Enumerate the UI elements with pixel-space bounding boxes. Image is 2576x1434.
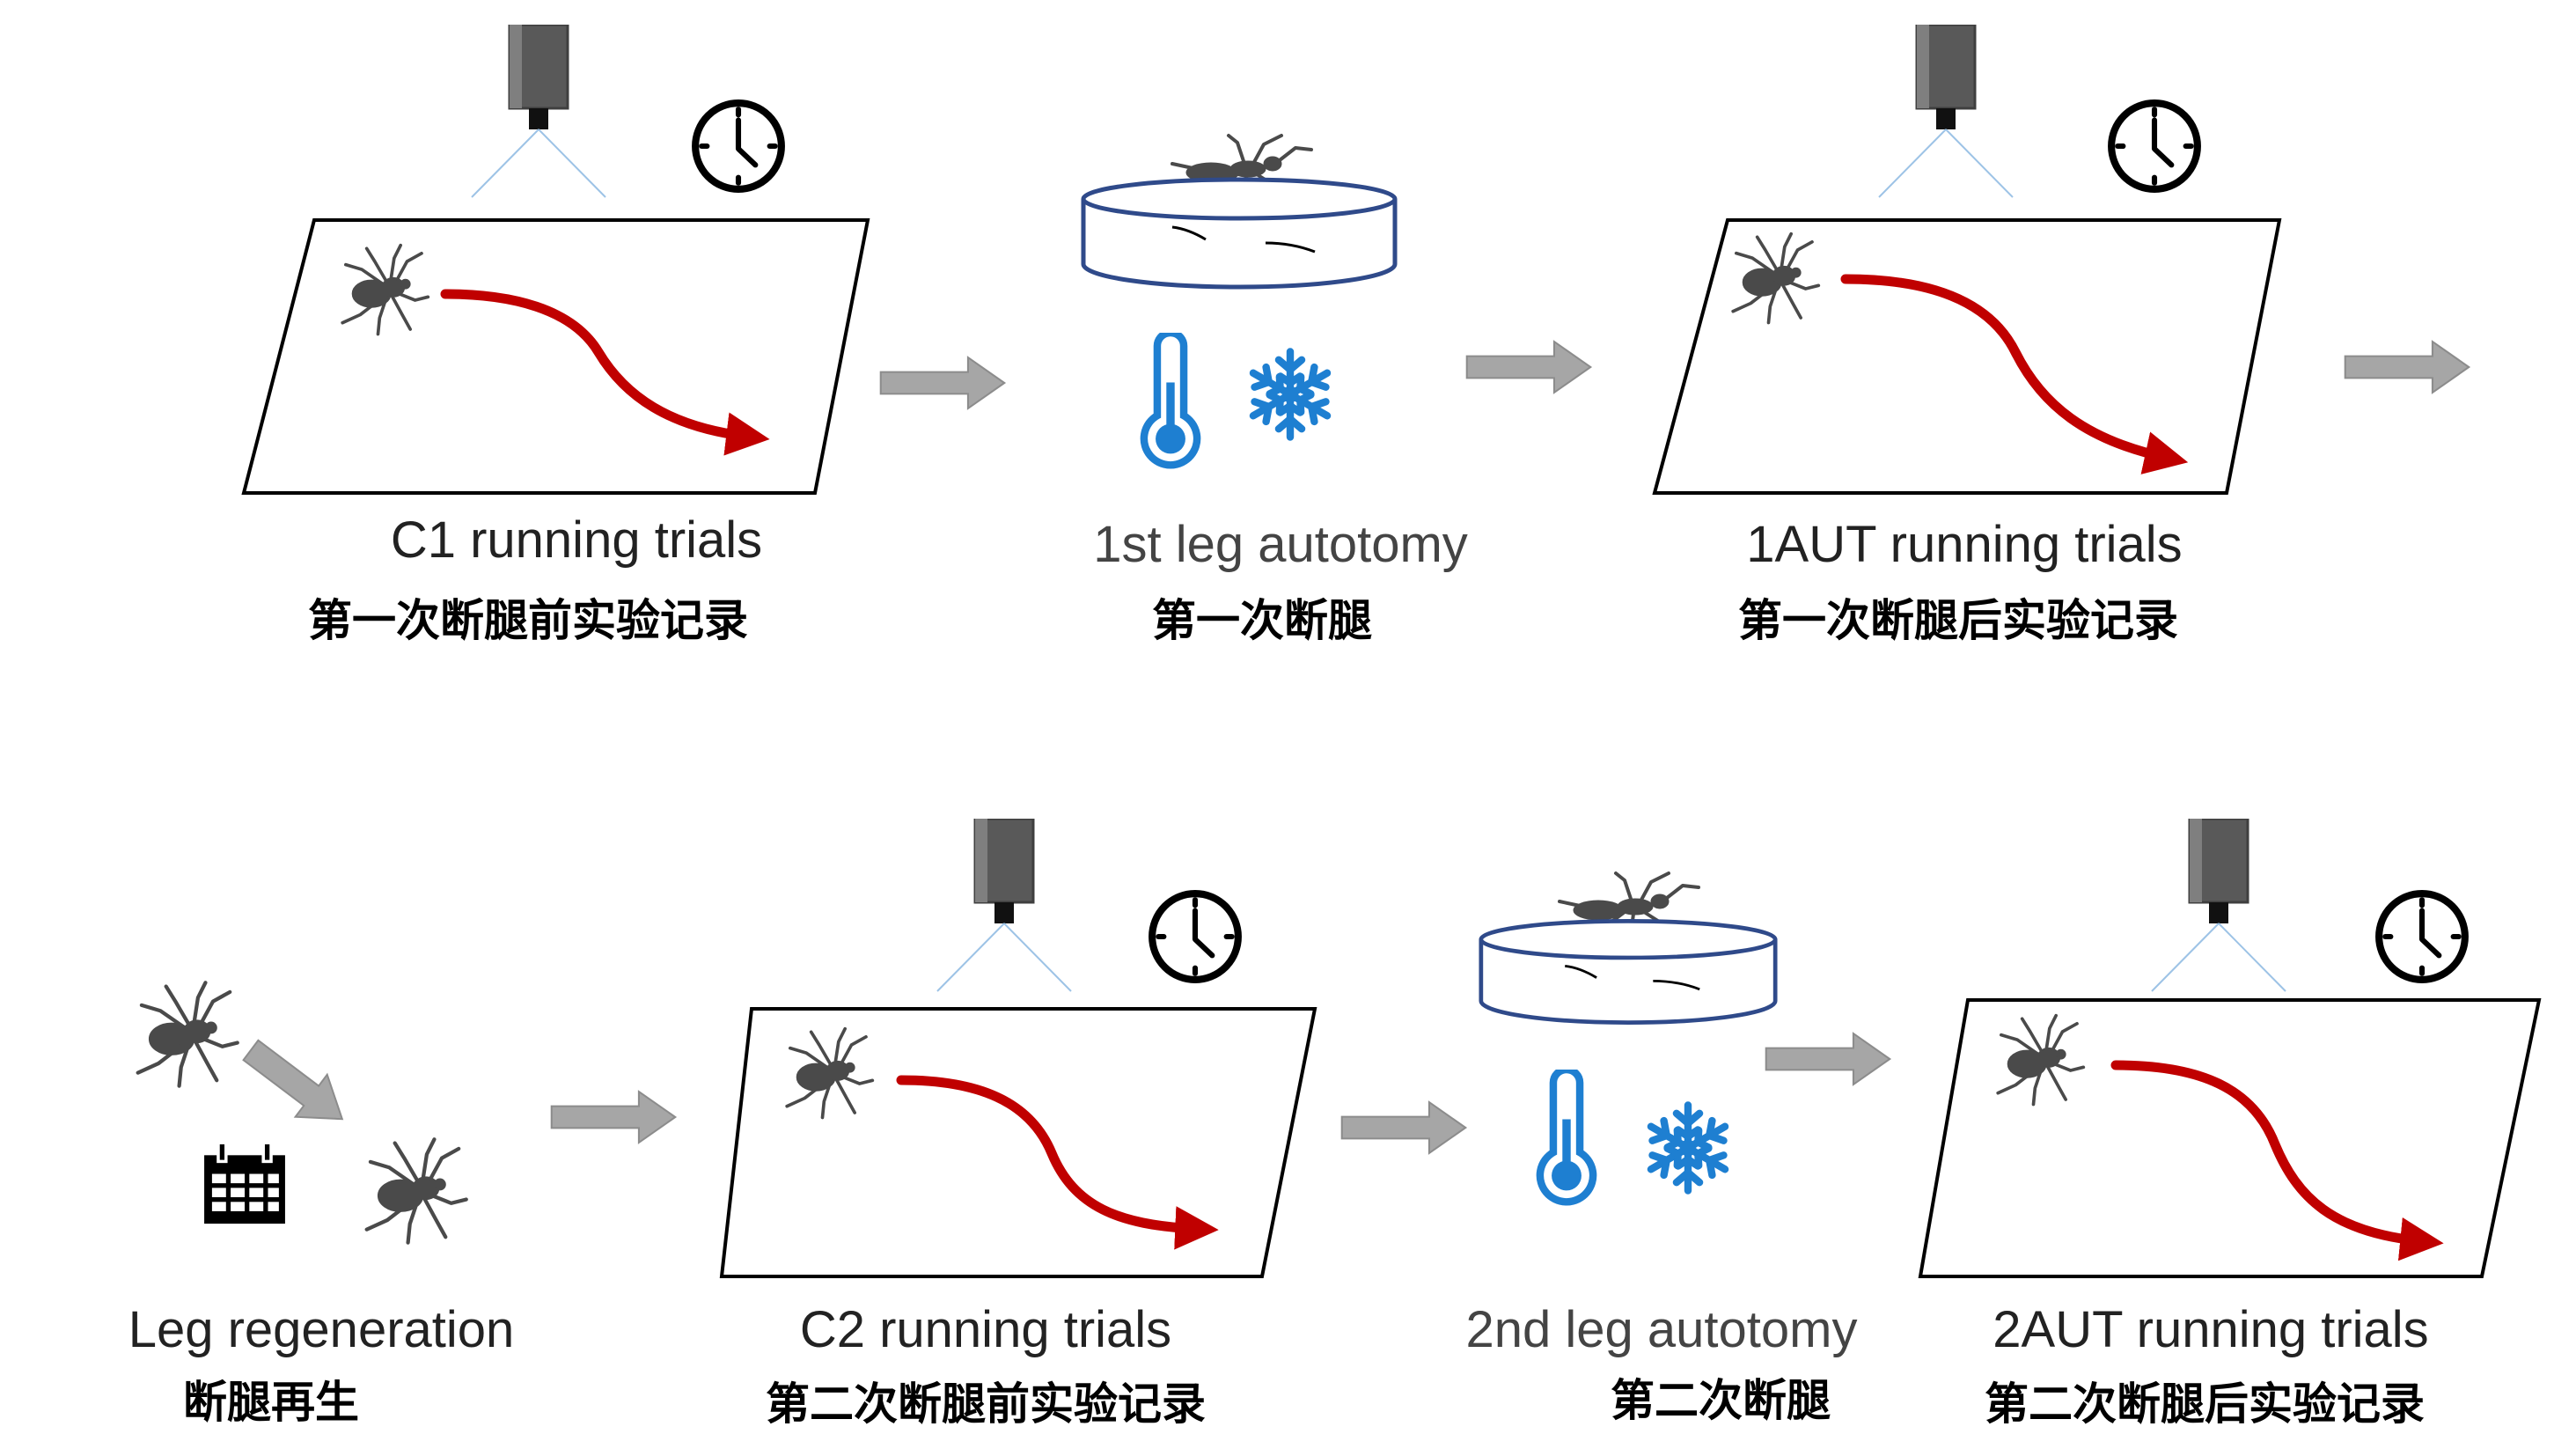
c1-label-zh: 第一次断腿前实验记录 [308,595,748,646]
thermometer-icon [1144,333,1197,465]
flow-arrow-6 [1765,1033,1891,1085]
clock-icon [2111,103,2198,189]
aut1-trials-label-zh: 第一次断腿后实验记录 [1738,595,2178,646]
regeneration-label-zh: 断腿再生 [183,1377,359,1428]
aut1-trial-panel [1652,25,2282,495]
aut2-trials-label-en: 2AUT running trials [1993,1301,2429,1358]
flow-arrow-1 [879,357,1006,409]
regeneration-label-en: Leg regeneration [128,1301,515,1358]
aut1-trials-label-en: 1AUT running trials [1746,516,2183,573]
clock-icon [695,103,782,189]
c1-label-en: C1 running trials [390,511,763,569]
camera-icon [1877,25,2015,199]
running-arena [1652,218,2282,495]
flow-arrow-2 [1465,341,1592,393]
running-arena [241,218,870,495]
c2-label-en: C2 running trials [799,1301,1172,1358]
regeneration-panel [138,982,466,1242]
petri-dish-icon [1083,180,1395,287]
running-arena [1918,998,2542,1278]
running-arena [719,1007,1317,1278]
aut2-trial-panel [1918,819,2542,1278]
autotomy-2-label-zh: 第二次断腿 [1611,1375,1831,1426]
aut2-trials-label-zh: 第二次断腿后实验记录 [1985,1379,2425,1430]
autotomy-1-panel [1083,134,1395,465]
flow-arrow-3 [2344,341,2470,393]
camera-icon [2150,819,2287,993]
autotomy-2-label-en: 2nd leg autotomy [1465,1301,1858,1358]
clock-icon [1152,893,1238,980]
regeneration-arrow [242,1039,344,1121]
c2-trial-panel [719,819,1317,1278]
calendar-icon [202,1141,287,1225]
snowflake-icon [1247,351,1332,437]
trajectory-arrow [2110,1060,2444,1261]
autotomy-1-label-zh: 第一次断腿 [1152,595,1372,646]
spider-icon [138,982,238,1085]
trajectory-arrow [1840,274,2189,474]
camera-icon [936,819,1073,993]
snowflake-icon [1645,1105,1730,1190]
camera-icon [470,25,607,199]
spider-icon [367,1139,466,1242]
c1-trial-panel [241,25,870,495]
flow-arrow-5 [1340,1101,1467,1154]
autotomy-2-panel [1481,871,1775,1202]
c2-label-zh: 第二次断腿前实验记录 [766,1379,1206,1430]
clock-icon [2379,893,2465,980]
flow-arrow-4 [550,1091,677,1144]
petri-dish-icon [1481,921,1775,1022]
trajectory-arrow [440,289,770,456]
autotomy-1-label-en: 1st leg autotomy [1093,516,1468,573]
thermometer-icon [1540,1070,1593,1202]
trajectory-arrow [896,1075,1219,1250]
